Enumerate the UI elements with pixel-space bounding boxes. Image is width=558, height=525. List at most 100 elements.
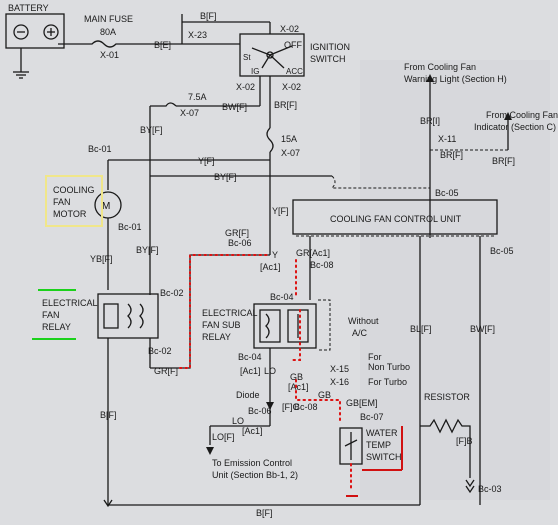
lo-b-label: LO bbox=[232, 416, 244, 426]
cooling-label-3: MOTOR bbox=[53, 209, 87, 219]
bc05a-label: Bc-05 bbox=[435, 188, 459, 198]
fc-label: [F]C bbox=[282, 402, 299, 412]
cooling-label-2: FAN bbox=[53, 197, 71, 207]
bc01b-label: Bc-01 bbox=[118, 222, 142, 232]
fuse-75a-label: 7.5A bbox=[188, 92, 207, 102]
efsr-label-1: ELECTRICAL bbox=[202, 308, 258, 318]
motor-m-label: M bbox=[102, 201, 110, 212]
yac1-label: Y bbox=[272, 250, 278, 260]
efr-label-2: FAN bbox=[42, 310, 60, 320]
water-label-2: TEMP bbox=[366, 440, 391, 450]
for-turbo-label: For Turbo bbox=[368, 377, 407, 387]
cooling-fan-motor bbox=[94, 191, 122, 290]
main-fuse-wire bbox=[58, 40, 240, 48]
from-warning-2: Warning Light (Section H) bbox=[404, 74, 507, 84]
gbem-label: GB[EM] bbox=[346, 398, 378, 408]
cfcu-label: COOLING FAN CONTROL UNIT bbox=[330, 214, 462, 224]
fuse-15a-label: 15A bbox=[281, 134, 297, 144]
efr-label-3: RELAY bbox=[42, 322, 71, 332]
x02c-label: X-02 bbox=[282, 82, 301, 92]
byf-mid-label: BY[F] bbox=[214, 172, 237, 182]
bwf-label: BW[F] bbox=[222, 102, 247, 112]
off-label: OFF bbox=[284, 40, 302, 50]
grf-a-label: GR[F] bbox=[225, 228, 249, 238]
ac1c-label: [Ac1] bbox=[288, 382, 309, 392]
cooling-fan-control-unit bbox=[292, 199, 498, 237]
bc04a-label: Bc-04 bbox=[270, 292, 294, 302]
efsr-label-2: FAN SUB bbox=[202, 320, 241, 330]
bc08b-label: Bc-08 bbox=[294, 402, 318, 412]
non-turbo-2: Non Turbo bbox=[368, 362, 410, 372]
bc04b-label: Bc-04 bbox=[238, 352, 262, 362]
bf-top-label: B[F] bbox=[200, 11, 217, 21]
x07b-label: X-07 bbox=[281, 148, 300, 158]
emission-2: Unit (Section Bb-1, 2) bbox=[212, 470, 298, 480]
emission-1: To Emission Control bbox=[212, 458, 292, 468]
water-label-3: SWITCH bbox=[366, 452, 402, 462]
diode-label: Diode bbox=[236, 390, 260, 400]
st-label: St bbox=[243, 53, 251, 62]
main-fuse-label: MAIN FUSE bbox=[84, 14, 133, 24]
x02b-label: X-02 bbox=[236, 82, 255, 92]
ig-label: IG bbox=[251, 67, 259, 76]
gb-a-label: GB bbox=[290, 372, 303, 382]
bc02a-label: Bc-02 bbox=[160, 288, 184, 298]
efr-label-1: ELECTRICAL bbox=[42, 298, 98, 308]
x23-label: X-23 bbox=[188, 30, 207, 40]
grf-b-label: GR[F] bbox=[154, 366, 178, 376]
cooling-label-1: COOLING bbox=[53, 185, 95, 195]
brf-right-label: BR[F] bbox=[440, 150, 463, 160]
bf-left-label: B[F] bbox=[100, 410, 117, 420]
battery-label: BATTERY bbox=[8, 3, 49, 13]
fb-label: [F]B bbox=[456, 436, 473, 446]
brf-r2-label: BR[F] bbox=[492, 156, 515, 166]
be-label: B[E] bbox=[154, 40, 171, 50]
byf-left-label: BY[F] bbox=[140, 125, 163, 135]
bc08a-label: Bc-08 bbox=[310, 260, 334, 270]
ac1a-label: [Ac1] bbox=[260, 262, 281, 272]
bc05b-label: Bc-05 bbox=[490, 246, 514, 256]
bc02b-label: Bc-02 bbox=[148, 346, 172, 356]
bri-label: BR[I] bbox=[420, 116, 440, 126]
bf-bottom-label: B[F] bbox=[256, 508, 273, 518]
without-ac-2: A/C bbox=[352, 328, 368, 338]
bwf-right-label: BW[F] bbox=[470, 324, 495, 334]
byf-low-label: BY[F] bbox=[136, 245, 159, 255]
lof-label: LO[F] bbox=[212, 432, 235, 442]
cooling-fan-motor-highlight bbox=[45, 175, 103, 227]
bc07-label: Bc-07 bbox=[360, 412, 384, 422]
acc-label: ACC bbox=[286, 67, 303, 76]
x16-label: X-16 bbox=[330, 377, 349, 387]
brf-top-label: BR[F] bbox=[274, 100, 297, 110]
ignition-switch-label-2: SWITCH bbox=[310, 54, 346, 64]
x02a-label: X-02 bbox=[280, 24, 299, 34]
blf-label: BL[F] bbox=[410, 324, 432, 334]
bc06b-label: Bc-06 bbox=[248, 406, 272, 416]
fuse-80a-label: 80A bbox=[100, 27, 116, 37]
x07a-label: X-07 bbox=[180, 108, 199, 118]
yf-mid-label: Y[F] bbox=[272, 206, 289, 216]
ac1d-label: [Ac1] bbox=[242, 426, 263, 436]
bc03-label: Bc-03 bbox=[478, 484, 502, 494]
from-indicator-2: Indicator (Section C) bbox=[474, 122, 556, 132]
battery bbox=[5, 13, 65, 79]
grac1-label: GR[Ac1] bbox=[296, 248, 330, 258]
ybf-label: YB[F] bbox=[90, 254, 113, 264]
electrical-fan-relay bbox=[97, 293, 159, 339]
non-turbo-1: For bbox=[368, 352, 382, 362]
resistor-label: RESISTOR bbox=[424, 392, 470, 402]
from-warning-1: From Cooling Fan bbox=[404, 62, 476, 72]
x15-label: X-15 bbox=[330, 364, 349, 374]
from-indicator-1: From Cooling Fan bbox=[486, 110, 558, 120]
x01-label: X-01 bbox=[100, 50, 119, 60]
x11-label: X-11 bbox=[438, 134, 456, 144]
ac1b-label: [Ac1] bbox=[240, 366, 261, 376]
resistor bbox=[420, 418, 471, 450]
without-ac-1: Without bbox=[348, 316, 379, 326]
water-label-1: WATER bbox=[366, 428, 398, 438]
efsr-label-3: RELAY bbox=[202, 332, 231, 342]
electrical-fan-sub-relay bbox=[253, 299, 331, 351]
ignition-switch bbox=[239, 22, 305, 77]
